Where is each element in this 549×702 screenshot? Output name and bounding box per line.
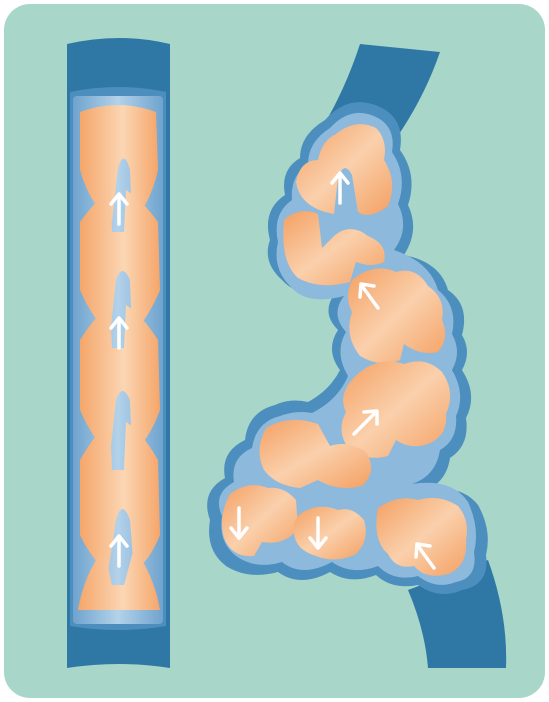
healthy-vein — [67, 38, 170, 668]
varicose-vein — [207, 44, 506, 668]
